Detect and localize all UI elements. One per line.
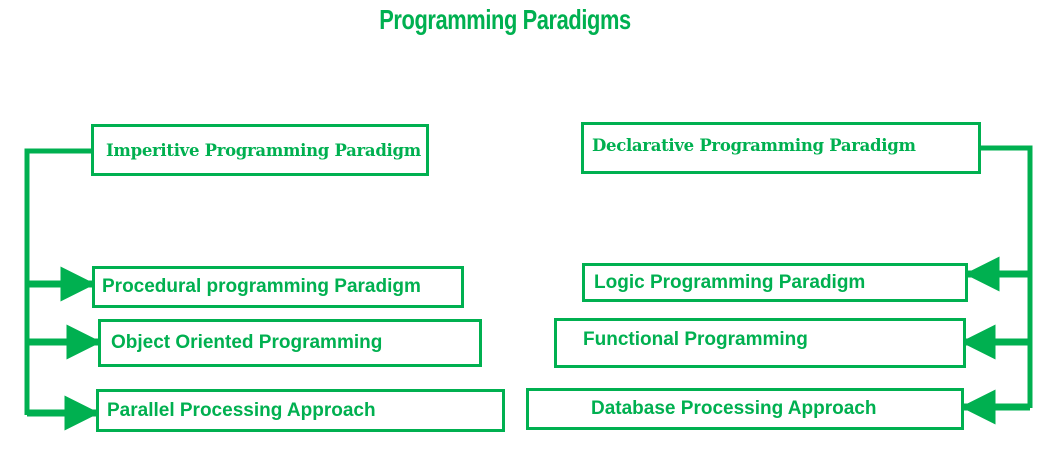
logic-paradigm-box: Logic Programming Paradigm <box>582 263 968 302</box>
imperative-paradigm-label: Imperitive Programming Paradigm <box>106 140 421 160</box>
database-processing-label: Database Processing Approach <box>591 398 877 419</box>
functional-programming-label: Functional Programming <box>583 329 808 350</box>
functional-programming-box: Functional Programming <box>554 318 966 368</box>
logic-paradigm-label: Logic Programming Paradigm <box>594 271 866 293</box>
diagram-title: Programming Paradigms <box>379 4 631 35</box>
procedural-paradigm-box: Procedural programming Paradigm <box>92 266 464 308</box>
database-processing-box: Database Processing Approach <box>526 388 964 430</box>
imperative-paradigm-box: Imperitive Programming Paradigm <box>91 124 429 176</box>
parallel-processing-box: Parallel Processing Approach <box>96 389 505 432</box>
parallel-processing-label: Parallel Processing Approach <box>107 399 376 421</box>
procedural-paradigm-label: Procedural programming Paradigm <box>102 276 421 297</box>
declarative-paradigm-label: Declarative Programming Paradigm <box>592 136 916 155</box>
right-trunk-line <box>980 145 1033 408</box>
left-trunk-line <box>24 148 92 415</box>
object-oriented-box: Object Oriented Programming <box>98 319 482 367</box>
declarative-paradigm-box: Declarative Programming Paradigm <box>581 122 981 174</box>
object-oriented-label: Object Oriented Programming <box>111 332 383 353</box>
